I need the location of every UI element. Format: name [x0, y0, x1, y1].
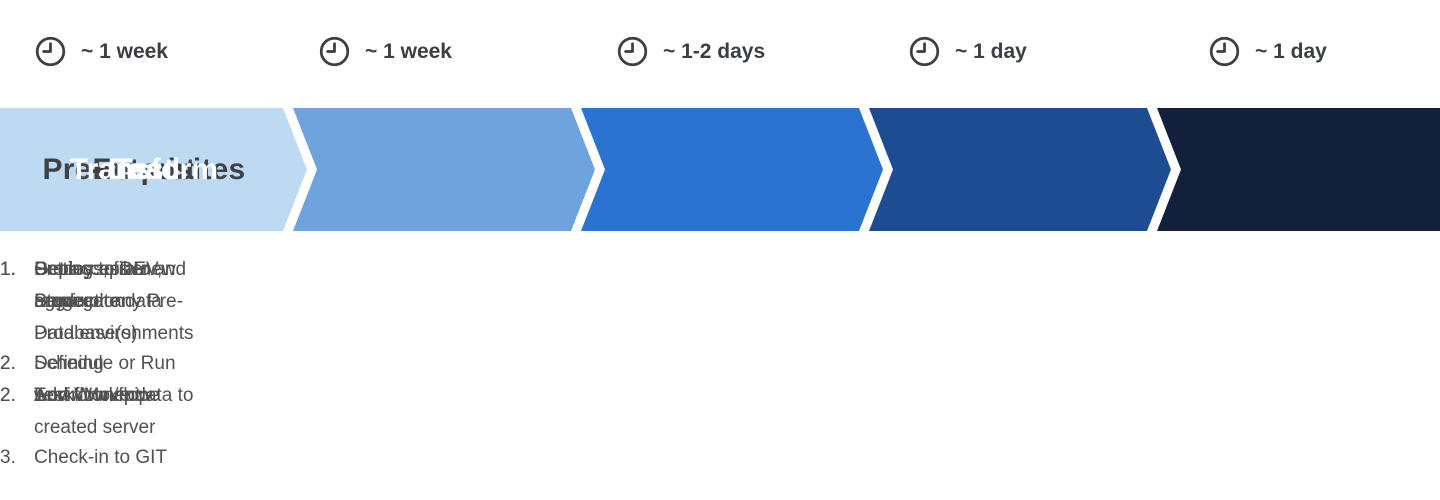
task-list-transform: 1. Process, filter and aggregate data 2.…: [0, 254, 209, 442]
stage-title-transform: Transform: [69, 152, 219, 186]
list-item: 2. Add / Move data to created server: [0, 380, 209, 444]
stage-duration-load: ~ 1 day: [1208, 35, 1327, 68]
list-item-number: 2.: [0, 385, 16, 406]
chevron-load: [1157, 108, 1440, 231]
list-item-number: 1.: [0, 259, 16, 280]
list-item-text: Process, filter and aggregate data: [34, 259, 187, 312]
duration-label: ~ 1-2 days: [663, 39, 766, 63]
list-item-text: Deploy to Production: [34, 259, 125, 312]
list-item-text: Add / Move data to created server: [34, 385, 194, 438]
list-item: 1. Get access to required Database(s): [0, 254, 209, 350]
task-list-test: 1. Deploy to DEV, Stage or any Pre-Prod …: [0, 254, 209, 442]
duration-label: ~ 1 week: [81, 39, 168, 63]
duration-label: ~ 1 week: [365, 39, 452, 63]
process-chevron-band: [0, 108, 1440, 231]
stage-duration-extract: ~ 1 week: [318, 35, 452, 68]
list-item-number: 1.: [0, 259, 16, 280]
stage-duration-transform: ~ 1-2 days: [616, 35, 765, 68]
stage-duration-prerequisites: ~ 1 week: [34, 35, 168, 68]
list-item: 2. Schedule or Run workflow / pipe: [0, 348, 209, 412]
list-item: 1. Deploy to DEV, Stage or any Pre-Prod …: [0, 254, 209, 350]
chevron-extract: [293, 108, 595, 231]
list-item-text: Setting up a new Server: [34, 259, 176, 312]
list-item-text: Get access to required Database(s): [34, 259, 151, 344]
list-item: 2. Test Workflow: [0, 380, 209, 412]
stage-title-load: Load: [107, 152, 181, 186]
list-item-text: Test Workflow: [34, 385, 152, 406]
list-item-text: Deploy to DEV, Stage or any Pre-Prod env…: [34, 259, 194, 344]
list-item-text: Check-in to GIT: [34, 447, 168, 468]
list-item-number: 3.: [0, 447, 16, 468]
list-item-text: Schedule or Run workflow / pipe: [34, 353, 176, 406]
list-item: 3. Check-in to GIT: [0, 442, 209, 474]
list-item-number: 1.: [0, 259, 16, 280]
stage-title-extract: Extract: [92, 152, 196, 186]
list-item: 1. Deploy to Production: [0, 254, 209, 318]
task-list-extract: 1. Get access to required Database(s) 2.…: [0, 254, 209, 474]
chevron-test: [869, 108, 1171, 231]
clock-icon: [319, 36, 350, 67]
list-item: 1. Setting up a new Server: [0, 254, 209, 318]
list-item-number: 2.: [0, 353, 16, 374]
duration-label: ~ 1 day: [955, 39, 1027, 63]
chevron-prerequisites: [0, 108, 307, 231]
list-item-number: 2.: [0, 353, 16, 374]
stage-title-test: Test: [113, 152, 175, 186]
list-item-number: 1.: [0, 259, 16, 280]
task-list-prerequisites: 1. Setting up a new Server 2. Defining E…: [0, 254, 209, 500]
list-item: 2. Defining Environment: [0, 348, 209, 412]
clock-icon: [909, 36, 940, 67]
list-item-number: 1.: [0, 259, 16, 280]
list-item-number: 2.: [0, 385, 16, 406]
duration-label: ~ 1 day: [1255, 39, 1327, 63]
chevron-transform: [581, 108, 883, 231]
list-item-text: Defining Environment: [34, 353, 141, 406]
clock-icon: [35, 36, 66, 67]
stage-title-prerequisites: Pre-requisites: [42, 152, 246, 186]
clock-icon: [1209, 36, 1240, 67]
stage-duration-test: ~ 1 day: [908, 35, 1027, 68]
clock-icon: [617, 36, 648, 67]
list-item: 1. Process, filter and aggregate data: [0, 254, 209, 318]
task-list-load: 1. Deploy to Production: [0, 254, 209, 348]
